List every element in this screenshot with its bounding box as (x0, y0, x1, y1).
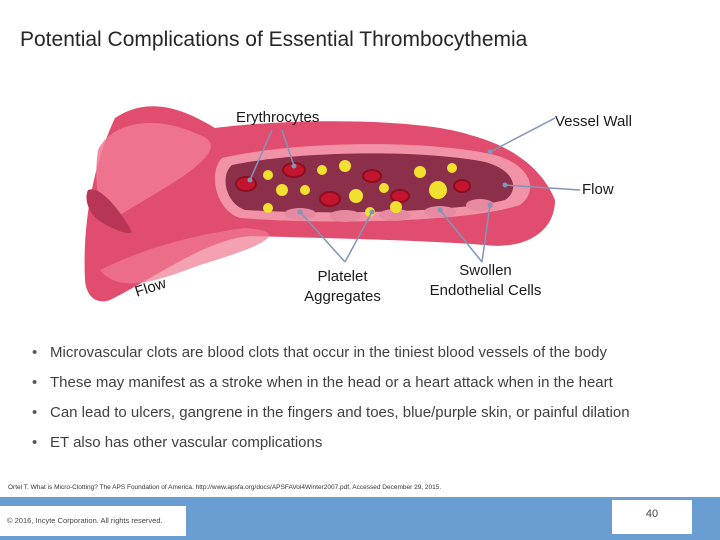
vessel-branch (86, 189, 132, 234)
footer-copyright-box (0, 506, 186, 536)
flow-label-right: Flow (582, 181, 614, 198)
platelet-aggregates-line1: Platelet (317, 268, 368, 285)
slide-title: Potential Complications of Essential Thr… (20, 28, 528, 51)
swollen-endothelial-label: Swollen Endothelial Cells (418, 261, 553, 301)
page-number: 40 (645, 508, 659, 520)
swollen-endothelial-line2: Endothelial Cells (429, 282, 542, 299)
swollen-endothelial-line1: Swollen (459, 262, 512, 279)
blood-vessel-diagram: Flow (84, 106, 581, 302)
copyright-text: © 2016, Incyte Corporation. All rights r… (7, 516, 163, 525)
footer-page-box (612, 500, 692, 534)
bullet-item: Can lead to ulcers, gangrene in the fing… (30, 402, 700, 423)
platelet-aggregates-label: Platelet Aggregates (290, 267, 395, 307)
platelets (263, 160, 457, 217)
bullet-item: ET also has other vascular complications (30, 432, 700, 453)
bullet-item: Microvascular clots are blood clots that… (30, 342, 700, 363)
citation: Ortel T. What is Micro-Clotting? The APS… (8, 484, 442, 491)
erythrocytes (235, 162, 471, 207)
bullet-item: These may manifest as a stroke when in t… (30, 372, 700, 393)
bullet-list: Microvascular clots are blood clots that… (30, 342, 700, 462)
erythrocytes-label: Erythrocytes (236, 109, 320, 126)
vessel-wall-label: Vessel Wall (555, 113, 632, 130)
swollen-endothelial-cells (284, 199, 494, 222)
platelet-aggregates-line2: Aggregates (304, 288, 381, 305)
leader-line-dots (247, 149, 508, 215)
leader-lines (249, 117, 581, 263)
vessel-lower-band (100, 228, 270, 284)
vessel-highlight (96, 123, 211, 217)
